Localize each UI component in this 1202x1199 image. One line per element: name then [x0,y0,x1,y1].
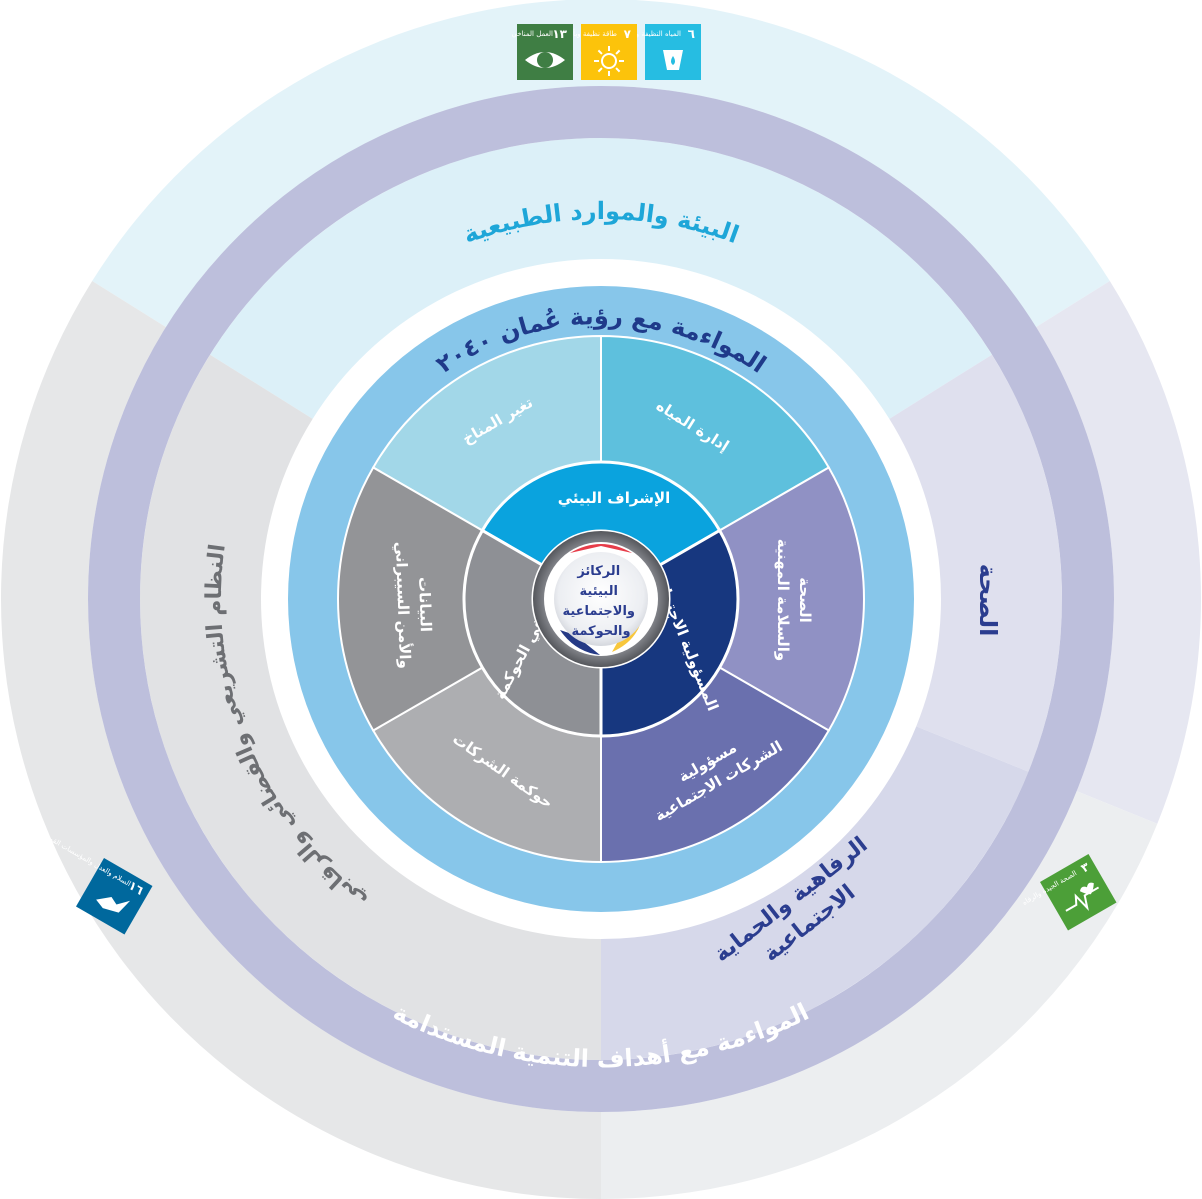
sdg-label: العمل المناخي [511,30,553,38]
eye-globe-icon [525,52,565,68]
hub-accent-navy [560,630,600,655]
band-sector-legal [139,354,601,1060]
sector-label-health: الصحة [974,564,1002,637]
outer-sector-welfare [601,791,1158,1199]
outer-sector-environment [92,0,1110,328]
center-title: الركائز البيئية والاجتماعية والحوكمة [562,564,639,639]
sdg-badge-sdg7: ٧ طاقة نظيفة وبأسعار معقولة [536,24,637,80]
topic-label-cyber: البياناتوالأمن السيبراني [392,541,436,670]
band-sector-health [889,354,1063,772]
inner-sector-band [139,138,1063,1060]
outer-sector-health [1036,281,1202,824]
sdg-label: طاقة نظيفة وبأسعار معقولة [536,28,617,38]
band-sector-welfare [601,726,1029,1060]
topic-label-ohs: الصحةوالسلامة المهنية [774,539,814,661]
sdg-number: ١٣ [552,27,567,41]
sun-icon [594,46,624,76]
center-hub: الركائز البيئية والاجتماعية والحوكمة [533,531,669,667]
hub-accent-red [570,544,632,553]
sdg-number: ٦ [688,27,695,41]
dove-icon [96,896,131,913]
pillar-label-env: الإشراف البيئي [558,489,671,507]
band-sector-environment [210,138,992,419]
heartbeat-icon [1065,882,1100,912]
water-drop-icon [663,50,683,70]
sdg-ring-band [88,86,1114,1112]
outer-sector-legal [1,281,602,1199]
sdg-number: ١٦ [126,878,146,897]
sdg-number: ٧ [624,27,632,41]
